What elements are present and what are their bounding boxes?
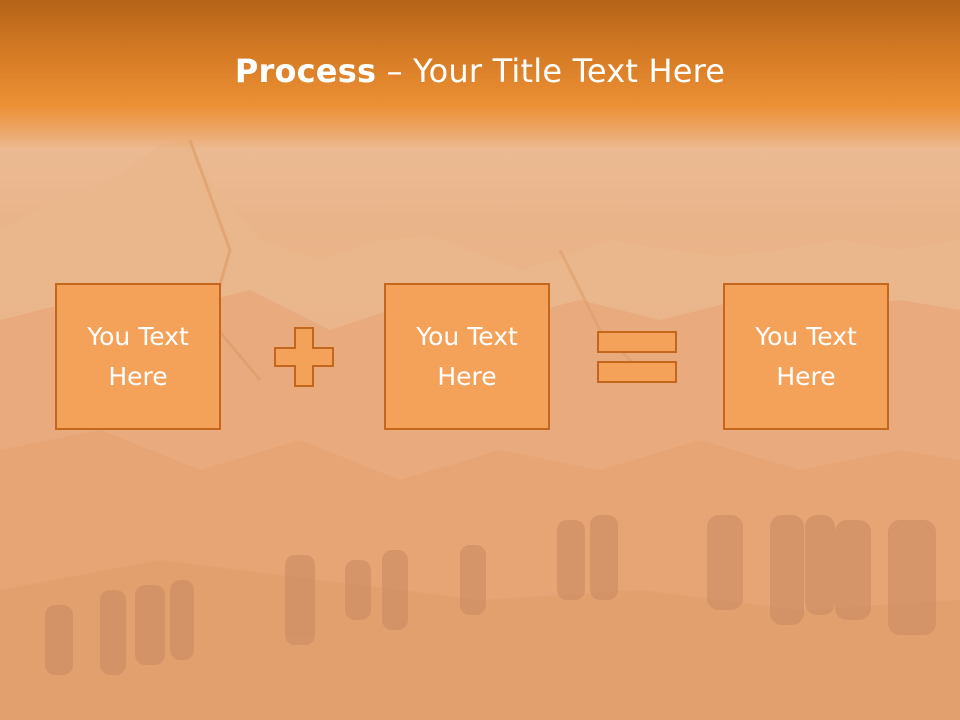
text-box-2-label: You Text Here xyxy=(416,321,518,391)
text-box-1-label: You Text Here xyxy=(87,321,189,391)
text-box-1[interactable]: You Text Here xyxy=(55,283,221,430)
text-box-3-label: You Text Here xyxy=(755,321,857,391)
slide-title: Process – Your Title Text Here xyxy=(0,52,960,90)
title-bar xyxy=(0,0,960,150)
equals-icon xyxy=(597,331,677,383)
text-box-2[interactable]: You Text Here xyxy=(384,283,550,430)
title-bold: Process xyxy=(234,52,377,90)
plus-icon xyxy=(274,327,334,387)
title-rest: – Your Title Text Here xyxy=(376,52,726,90)
text-box-3[interactable]: You Text Here xyxy=(723,283,889,430)
